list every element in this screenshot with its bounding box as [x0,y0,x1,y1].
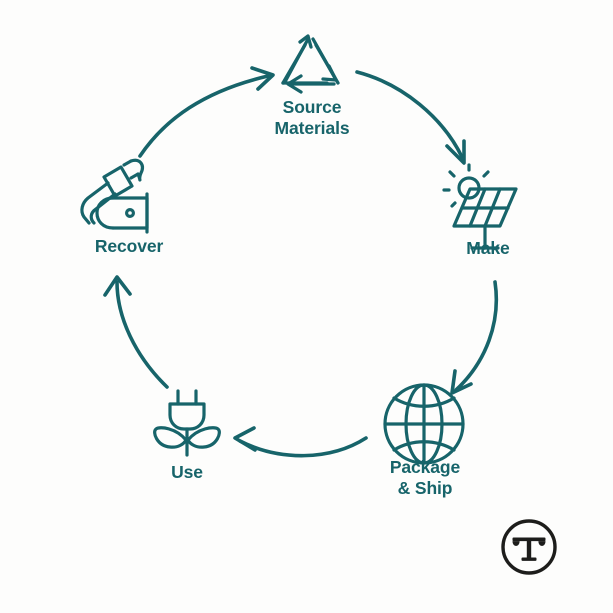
solar-panel-icon [442,163,518,250]
arrow-make-to-package [450,280,499,395]
node-label-use[interactable]: Use [171,462,203,482]
node-label-package-ship[interactable]: Package & Ship [389,457,461,498]
power-cord-recovery-icon [80,158,149,234]
recycling-triangle-icon [281,34,340,94]
arrow-use-to-recover [103,275,169,389]
circled-t-monogram-logo[interactable] [499,517,559,577]
arrow-package-to-use [233,426,368,458]
node-label-source-materials[interactable]: Source Materials [274,97,350,138]
plug-leaf-icon [153,389,221,457]
arrow-recover-to-source [138,66,275,158]
globe-icon [383,383,465,465]
arrow-source-to-make [355,70,466,165]
node-label-recover[interactable]: Recover [94,236,164,256]
node-label-make[interactable]: Make [466,238,510,258]
